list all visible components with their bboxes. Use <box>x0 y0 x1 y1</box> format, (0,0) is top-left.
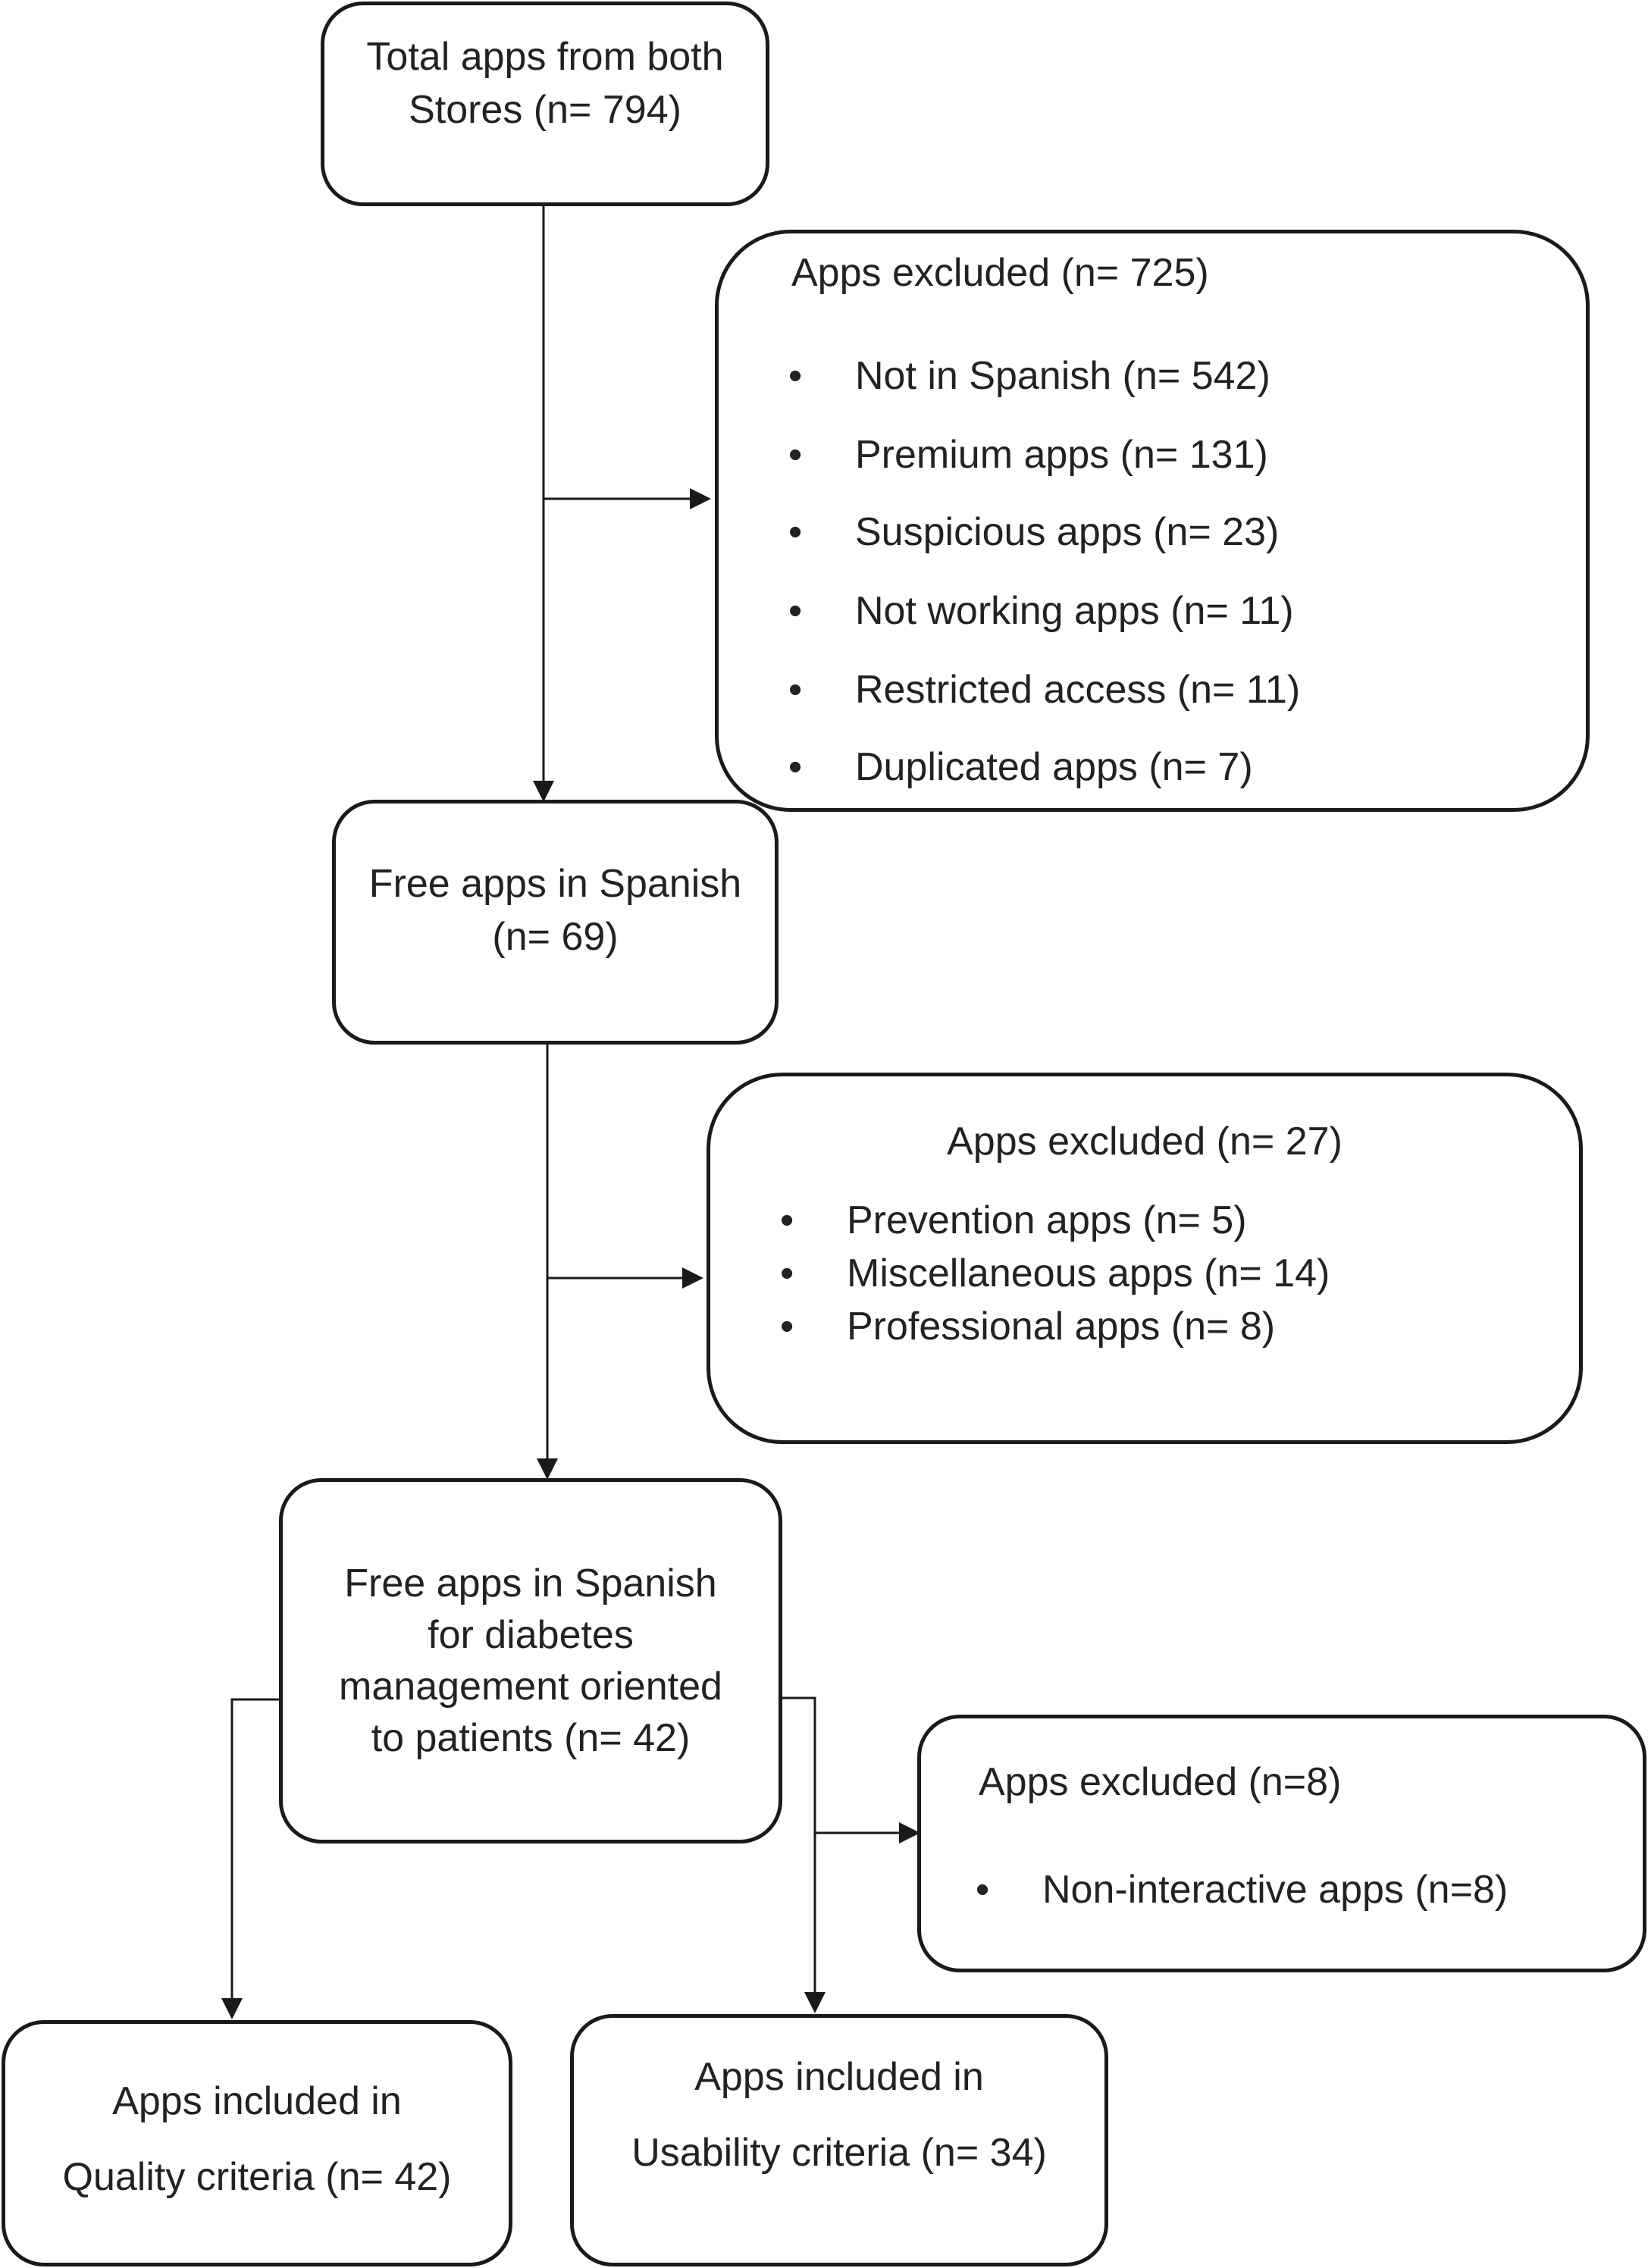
diabetes-line-2: for diabetes <box>428 1613 634 1657</box>
bullet-icon: • <box>780 1251 794 1295</box>
quality-line-2: Quality criteria (n= 42) <box>62 2155 452 2199</box>
diabetes-line-3: management oriented <box>339 1665 722 1709</box>
quality-criteria-box: Apps included in Quality criteria (n= 42… <box>2 2020 512 2266</box>
excluded-2-item: Professional apps (n= 8) <box>847 1305 1276 1349</box>
bullet-icon: • <box>780 1198 794 1242</box>
excluded-2-item: Miscellaneous apps (n= 14) <box>847 1251 1330 1295</box>
arrowhead-diabetes-to-quality <box>221 1998 243 2019</box>
usability-line-2: Usability criteria (n= 34) <box>631 2131 1047 2175</box>
excluded-3-item: Non-interactive apps (n=8) <box>1042 1868 1509 1912</box>
diabetes-line-1: Free apps in Spanish <box>344 1562 717 1605</box>
excluded-1-item: Restricted access (n= 11) <box>855 668 1301 712</box>
total-apps-line-2: Stores (n= 794) <box>409 88 681 132</box>
total-apps-line-1: Total apps from both <box>366 35 724 79</box>
diabetes-line-4: to patients (n= 42) <box>371 1716 691 1760</box>
excluded-1-item: Suspicious apps (n= 23) <box>855 510 1280 554</box>
total-apps-box: Total apps from both Stores (n= 794) <box>321 2 769 206</box>
excluded-2-item: Prevention apps (n= 5) <box>847 1198 1247 1242</box>
excluded-1-item: Duplicated apps (n= 7) <box>855 745 1253 789</box>
bullet-icon: • <box>788 745 803 789</box>
free-spanish-box: Free apps in Spanish (n= 69) <box>332 800 779 1045</box>
quality-line-1: Apps included in <box>112 2079 402 2123</box>
arrow-diabetes-to-usability <box>781 1696 816 1995</box>
excluded-box-3: Apps excluded (n=8) • Non-interactive ap… <box>917 1715 1646 1972</box>
free-spanish-line-2: (n= 69) <box>492 915 619 959</box>
arrowhead-to-excluded1 <box>690 488 711 509</box>
bullet-icon: • <box>976 1868 990 1912</box>
diabetes-apps-box: Free apps in Spanish for diabetes manage… <box>279 1478 782 1844</box>
excluded-2-title: Apps excluded (n= 27) <box>947 1120 1343 1164</box>
bullet-icon: • <box>788 589 803 633</box>
excluded-1-item: Not in Spanish (n= 542) <box>855 354 1270 398</box>
bullet-icon: • <box>788 433 803 477</box>
usability-criteria-box: Apps included in Usability criteria (n= … <box>570 2014 1108 2266</box>
excluded-1-item: Premium apps (n= 131) <box>855 433 1268 477</box>
bullet-icon: • <box>788 354 803 398</box>
arrowhead-to-excluded2 <box>682 1267 703 1289</box>
excluded-box-2: Apps excluded (n= 27) • Prevention apps … <box>707 1073 1583 1444</box>
free-spanish-line-1: Free apps in Spanish <box>368 862 742 906</box>
bullet-icon: • <box>780 1305 794 1349</box>
arrowhead-diabetes-to-usability <box>804 1992 826 2013</box>
bullet-icon: • <box>788 668 803 712</box>
arrow-diabetes-to-quality <box>230 1698 280 2001</box>
arrowhead-total-to-free-spanish <box>533 781 554 802</box>
excluded-3-title: Apps excluded (n=8) <box>979 1760 1342 1804</box>
arrowhead-to-excluded3 <box>899 1822 920 1844</box>
excluded-1-item: Not working apps (n= 11) <box>855 589 1294 633</box>
excluded-box-1: Apps excluded (n= 725) • Not in Spanish … <box>715 230 1590 812</box>
arrowhead-free-spanish-to-diabetes <box>537 1458 558 1480</box>
bullet-icon: • <box>788 510 803 554</box>
usability-line-1: Apps included in <box>694 2055 984 2099</box>
excluded-1-title: Apps excluded (n= 725) <box>791 251 1209 295</box>
